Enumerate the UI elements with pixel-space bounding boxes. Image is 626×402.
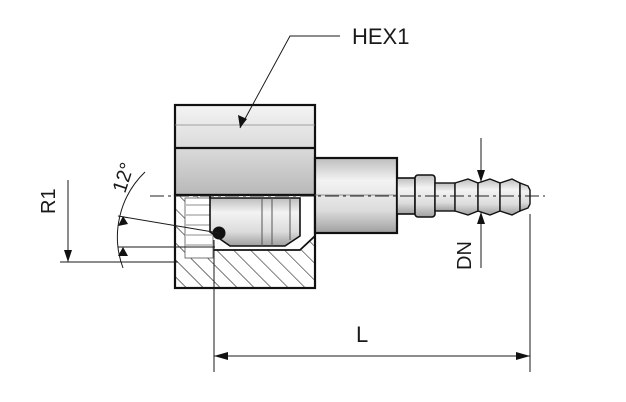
bore-label: DN bbox=[454, 241, 476, 270]
thread-dimension: R1 bbox=[38, 180, 178, 263]
hose-barb bbox=[396, 174, 531, 218]
length-label: L bbox=[356, 322, 368, 347]
length-dimension: L bbox=[213, 214, 531, 372]
angle-dimension: 12° bbox=[109, 160, 220, 269]
thread-label: R1 bbox=[38, 188, 60, 214]
bore-dimension: DN bbox=[454, 138, 485, 270]
hex-label: HEX1 bbox=[352, 24, 409, 49]
cone-seat bbox=[209, 197, 301, 247]
angle-label: 12° bbox=[109, 160, 139, 196]
hex-callout: HEX1 bbox=[238, 24, 409, 129]
